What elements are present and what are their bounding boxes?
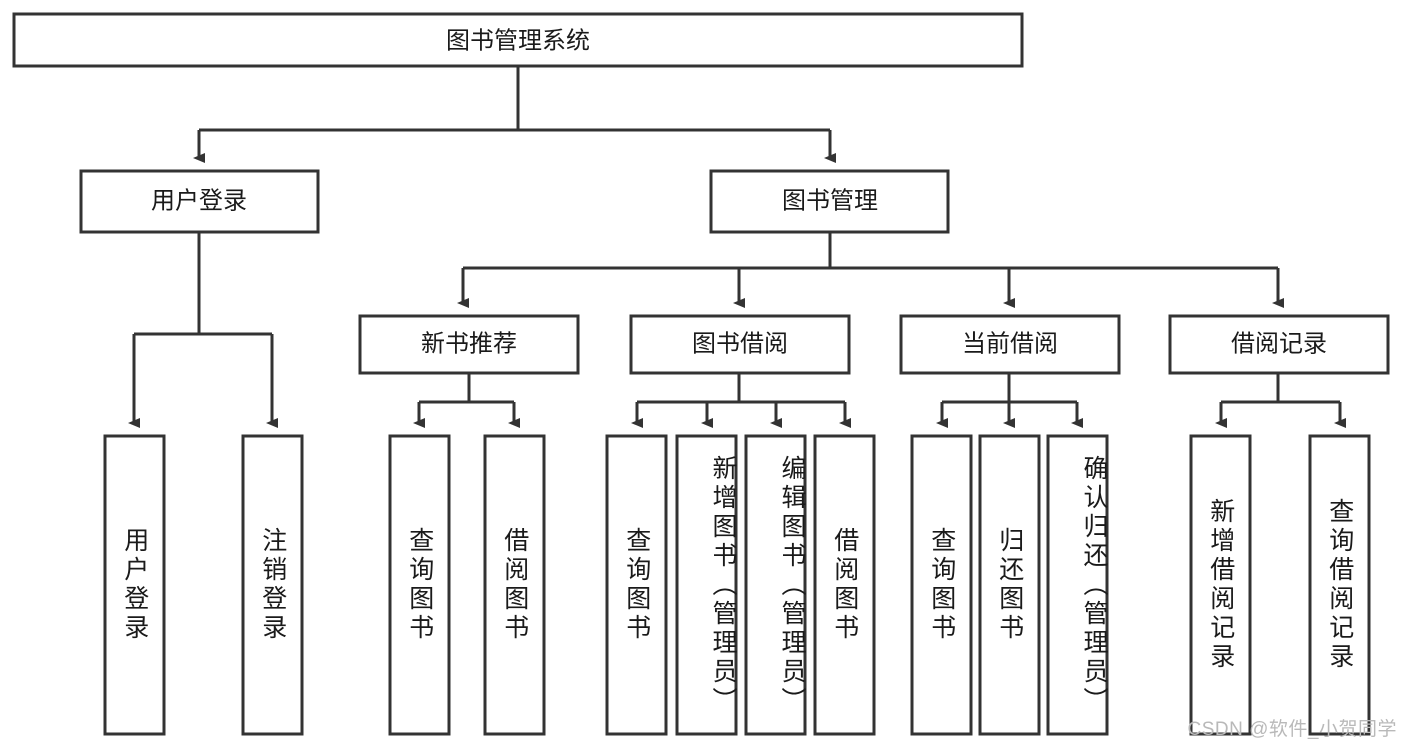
node-user-login-label: 用户登录	[151, 187, 247, 214]
node-book-borrow[interactable]: 图书借阅	[629, 314, 851, 375]
connector-book-borrow-children	[631, 373, 851, 428]
leaf-box-borrow-book-1[interactable]	[483, 434, 546, 736]
node-new-book-rec-label: 新书推荐	[421, 330, 517, 357]
connector-borrow-record-children	[1215, 373, 1346, 428]
node-book-manage[interactable]: 图书管理	[709, 169, 950, 234]
leaf-box-edit-book[interactable]	[744, 434, 807, 736]
node-book-manage-label: 图书管理	[782, 187, 878, 214]
leaf-box-user-login[interactable]	[103, 434, 166, 736]
leaf-box-borrow-book-2[interactable]	[813, 434, 876, 736]
node-current-borrow[interactable]: 当前借阅	[899, 314, 1121, 375]
node-current-borrow-label: 当前借阅	[962, 330, 1058, 357]
node-root-label: 图书管理系统	[446, 27, 590, 54]
watermark-text: CSDN @软件_小贺同学	[1187, 719, 1397, 740]
connector-root-bus	[193, 66, 836, 163]
leaf-box-query-record[interactable]	[1308, 434, 1371, 736]
leaf-box-logout[interactable]	[241, 434, 304, 736]
leaf-box-confirm-return[interactable]	[1046, 434, 1109, 736]
leaf-box-query-book-1[interactable]	[388, 434, 451, 736]
node-book-borrow-label: 图书借阅	[692, 330, 788, 357]
connector-current-borrow-children	[936, 373, 1083, 428]
leaf-box-add-book[interactable]	[675, 434, 738, 736]
connector-user-login-children	[128, 232, 278, 428]
connector-new-book-rec-children	[413, 373, 520, 428]
leaf-box-query-book-3[interactable]	[910, 434, 973, 736]
node-borrow-record[interactable]: 借阅记录	[1168, 314, 1390, 375]
node-borrow-record-label: 借阅记录	[1231, 330, 1327, 357]
leaf-box-add-record[interactable]	[1189, 434, 1252, 736]
leaf-box-query-book-2[interactable]	[605, 434, 668, 736]
node-user-login[interactable]: 用户登录	[79, 169, 320, 234]
connector-book-manage-children	[457, 232, 1284, 308]
node-new-book-rec[interactable]: 新书推荐	[358, 314, 580, 375]
node-root[interactable]: 图书管理系统	[12, 12, 1024, 68]
leaf-box-return-book[interactable]	[978, 434, 1041, 736]
